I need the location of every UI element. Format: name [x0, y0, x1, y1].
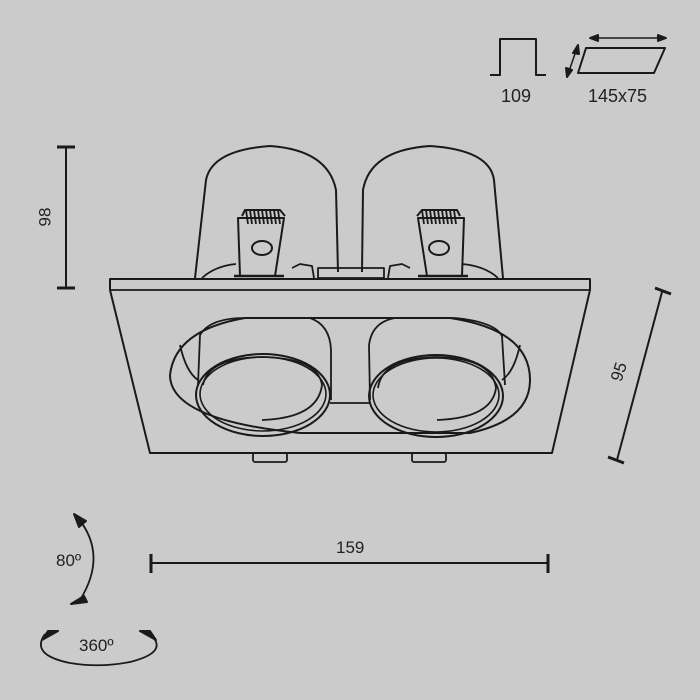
recess-opening: [169, 317, 531, 434]
spring-clip-right: [387, 209, 468, 279]
cutout-depth-icon: [490, 38, 546, 76]
trim-frame: [109, 278, 591, 463]
height-label: 98: [35, 207, 55, 227]
lamp-head-left: [179, 317, 332, 437]
lamp-housing-left: [194, 145, 339, 279]
cutout-rectangle-icon: [565, 34, 667, 78]
swivel-angle-label: 360º: [79, 636, 114, 655]
cutout-rect-label: 145x75: [588, 86, 648, 106]
spring-clip-left: [234, 209, 315, 279]
lamp-housing-right: [361, 145, 504, 279]
width-label: 159: [336, 538, 365, 557]
tilt-arrow-icon: [70, 513, 95, 605]
lamp-head-right: [368, 317, 521, 438]
cutout-round-label: 109: [501, 86, 532, 106]
depth-dimension-line: [607, 286, 672, 465]
height-dimension-line: [57, 145, 75, 290]
tilt-angle-label: 80º: [56, 551, 82, 570]
width-dimension-line: [149, 554, 550, 573]
swivel-arrow-icon: [40, 630, 158, 667]
